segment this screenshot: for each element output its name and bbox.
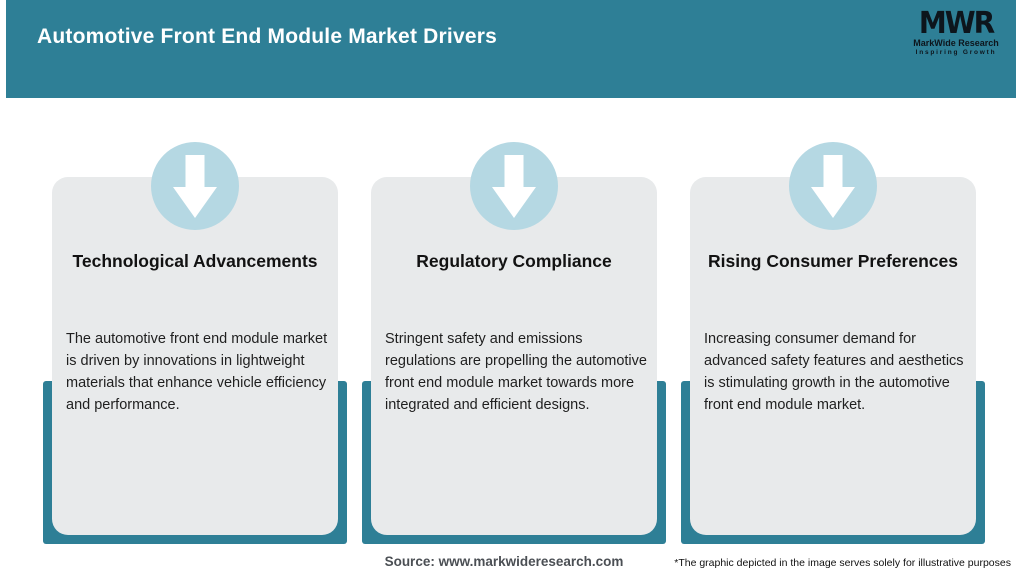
logo-tagline: Inspiring Growth (915, 49, 997, 56)
brand-logo: MWR MarkWide Research Inspiring Growth (908, 4, 1004, 57)
source-text: Source: www.markwideresearch.com (384, 554, 624, 569)
down-arrow-icon (151, 142, 239, 230)
driver-card-regulatory-compliance: Regulatory Compliance Stringent safety a… (371, 177, 657, 535)
card-title: Regulatory Compliance (416, 251, 612, 271)
logo-monogram-icon: MWR (918, 4, 995, 41)
card-description: Stringent safety and emissions regulatio… (385, 331, 647, 413)
card-title: Technological Advancements (72, 251, 318, 271)
card-description: Increasing consumer demand for advanced … (704, 331, 964, 413)
card-title: Rising Consumer Preferences (708, 251, 958, 271)
header-banner: Automotive Front End Module Market Drive… (6, 0, 1016, 98)
card-description: The automotive front end module market i… (66, 331, 328, 413)
logo-brand-name: MarkWide Research (913, 38, 999, 48)
down-arrow-icon (789, 142, 877, 230)
disclaimer-text: *The graphic depicted in the image serve… (674, 557, 1011, 569)
driver-card-rising-consumer-preferences: Rising Consumer Preferences Increasing c… (690, 177, 976, 535)
page-title: Automotive Front End Module Market Drive… (37, 25, 497, 48)
down-arrow-icon (470, 142, 558, 230)
driver-card-technological-advancements: Technological Advancements The automotiv… (52, 177, 338, 535)
